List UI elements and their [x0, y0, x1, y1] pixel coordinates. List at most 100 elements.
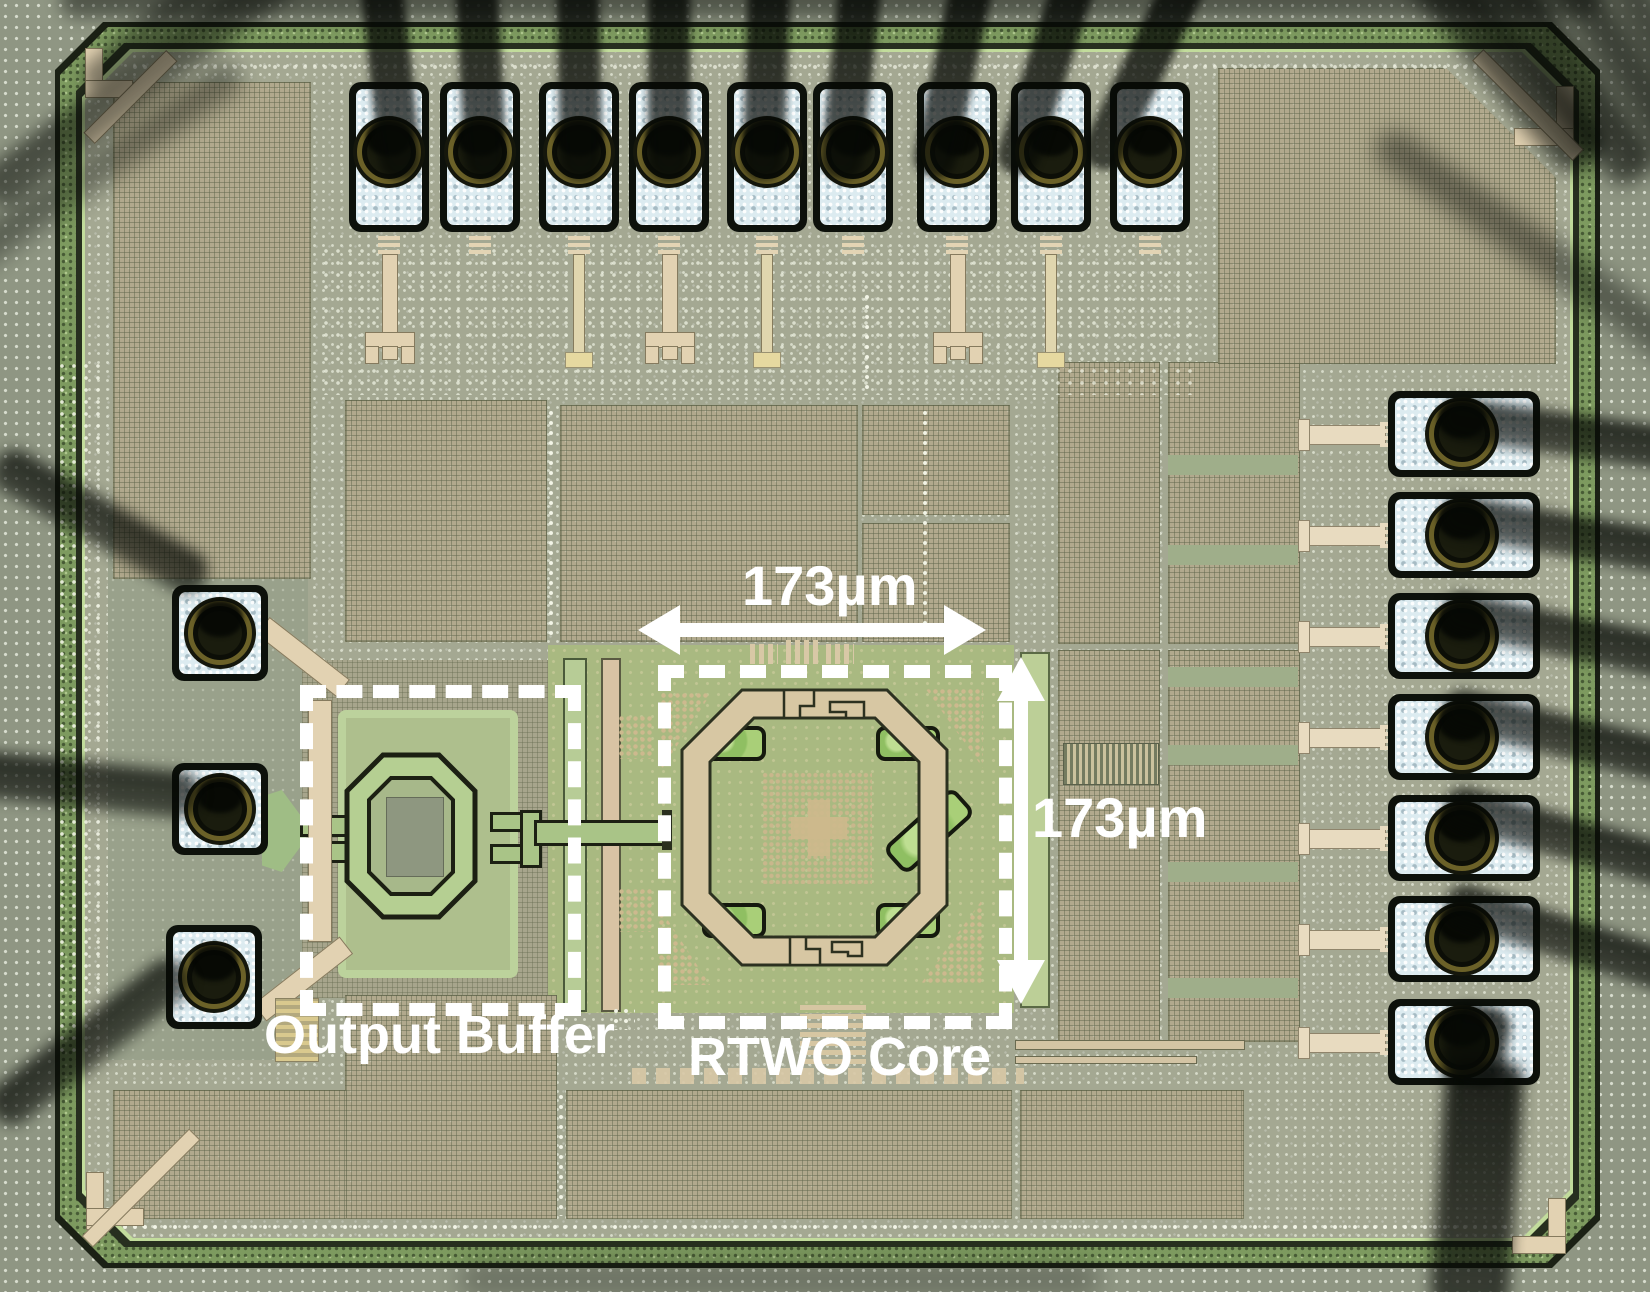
metal-fill-block — [560, 405, 858, 642]
bond-pad-left-1 — [172, 585, 268, 681]
metal-fill-block — [113, 82, 311, 579]
striped-resistor-bank — [1063, 743, 1159, 785]
pad-comb-tcap — [1298, 621, 1310, 653]
dot-chain-row — [130, 62, 1490, 72]
core-height-dimension-label: 173µm — [1032, 786, 1208, 849]
pad-comb — [1139, 234, 1161, 254]
core-height-arrow — [1014, 698, 1028, 962]
core-top-comb — [750, 644, 778, 664]
metal-fill-block — [345, 400, 547, 642]
pad-comb — [469, 234, 491, 254]
metal-fill-block — [1168, 362, 1300, 644]
trace-foot — [753, 352, 781, 368]
castle-foot — [681, 346, 695, 364]
bond-ball — [188, 601, 252, 665]
bond-wire — [60, 0, 1600, 18]
pad-comb-bar — [1306, 627, 1386, 647]
metal-fill-block — [862, 523, 1010, 642]
pad-comb — [378, 234, 400, 254]
core-width-dimension-label: 173µm — [742, 554, 918, 617]
castle-foot — [933, 346, 947, 364]
dummy-fill-strip — [320, 245, 1200, 395]
bond-ball — [182, 945, 246, 1009]
bond-wire — [555, 0, 603, 181]
dummy-fill-strip — [56, 360, 106, 1060]
pad-comb — [1040, 234, 1062, 254]
pad-trace-short — [761, 254, 773, 354]
metal-fill-block — [345, 995, 557, 1219]
pad-trace-short — [573, 254, 585, 354]
metal-fill-block — [862, 405, 1010, 515]
castle-stem — [662, 346, 678, 360]
pad-trace-short — [1045, 254, 1057, 354]
dummy-cluster — [618, 888, 652, 932]
buffer-to-core-trace — [534, 820, 670, 846]
pad-comb-tcap — [1298, 1027, 1310, 1059]
pad-comb-tcap — [1298, 823, 1310, 855]
pad-comb-bar — [1306, 829, 1386, 849]
fill-gap-row — [1168, 978, 1298, 998]
dot-chain-row — [120, 1222, 1510, 1234]
core-width-arrow — [678, 623, 946, 637]
metal-fill-block — [1058, 650, 1160, 1042]
pad-comb-tcap — [1298, 924, 1310, 956]
pad-comb — [842, 234, 864, 254]
castle-foot — [401, 346, 415, 364]
rtwo-core-label: RTWO Core — [688, 1027, 991, 1087]
fill-gap-row — [1168, 862, 1298, 882]
pad-comb-bar — [1306, 930, 1386, 950]
dot-chain — [920, 408, 930, 638]
core-top-comb — [786, 640, 820, 664]
pad-comb-tcap — [1298, 722, 1310, 754]
rtwo-core-outline — [658, 665, 1012, 1029]
dash-row — [632, 1068, 1024, 1084]
h-trace — [1015, 1056, 1197, 1064]
dot-chain — [862, 292, 872, 392]
metal-fill-block — [1020, 1090, 1244, 1219]
fill-gap-row — [1168, 667, 1298, 687]
castle-stem — [382, 346, 398, 360]
pad-comb-tcap — [1298, 419, 1310, 451]
metal-fill-block — [1218, 68, 1556, 364]
metal-fill-block — [1168, 650, 1300, 1042]
pad-comb — [568, 234, 590, 254]
castle-foot — [645, 346, 659, 364]
metal-fill-block — [1058, 362, 1160, 644]
dummy-cluster — [618, 715, 652, 759]
core-top-comb — [826, 644, 854, 664]
castle-stem — [950, 346, 966, 360]
bond-wire — [460, 1262, 1100, 1292]
rtwo-center-plus — [791, 817, 847, 839]
dot-square — [611, 1006, 635, 1030]
output-buffer-label: Output Buffer — [264, 1005, 615, 1065]
pad-comb-bar — [1306, 1033, 1386, 1053]
rtwo-ring — [680, 688, 949, 967]
pad-trace-long — [382, 254, 398, 338]
output-buffer-outline — [300, 685, 581, 1016]
pad-comb-bar — [1306, 526, 1386, 546]
pad-trace-long — [662, 254, 678, 338]
metal-fill-block — [113, 1090, 347, 1219]
castle-foot — [365, 346, 379, 364]
pad-comb — [658, 234, 680, 254]
pad-comb — [756, 234, 778, 254]
h-trace — [1015, 1040, 1245, 1050]
castle-foot — [969, 346, 983, 364]
dot-chain — [546, 408, 556, 638]
pad-comb-bar — [1306, 728, 1386, 748]
bond-wire — [1429, 1057, 1525, 1292]
fill-gap-row — [1168, 455, 1298, 475]
pad-comb — [946, 234, 968, 254]
trace-foot — [565, 352, 593, 368]
bond-wire — [648, 0, 690, 180]
dot-chain — [556, 1092, 566, 1216]
fill-gap-row — [1168, 745, 1298, 765]
trace-foot — [1037, 352, 1065, 368]
fill-gap-row — [1168, 545, 1298, 565]
comb-block — [800, 1002, 866, 1064]
inductor-center-plate — [386, 797, 444, 877]
corner-mark — [1512, 1236, 1566, 1254]
pad-comb-tcap — [1298, 520, 1310, 552]
